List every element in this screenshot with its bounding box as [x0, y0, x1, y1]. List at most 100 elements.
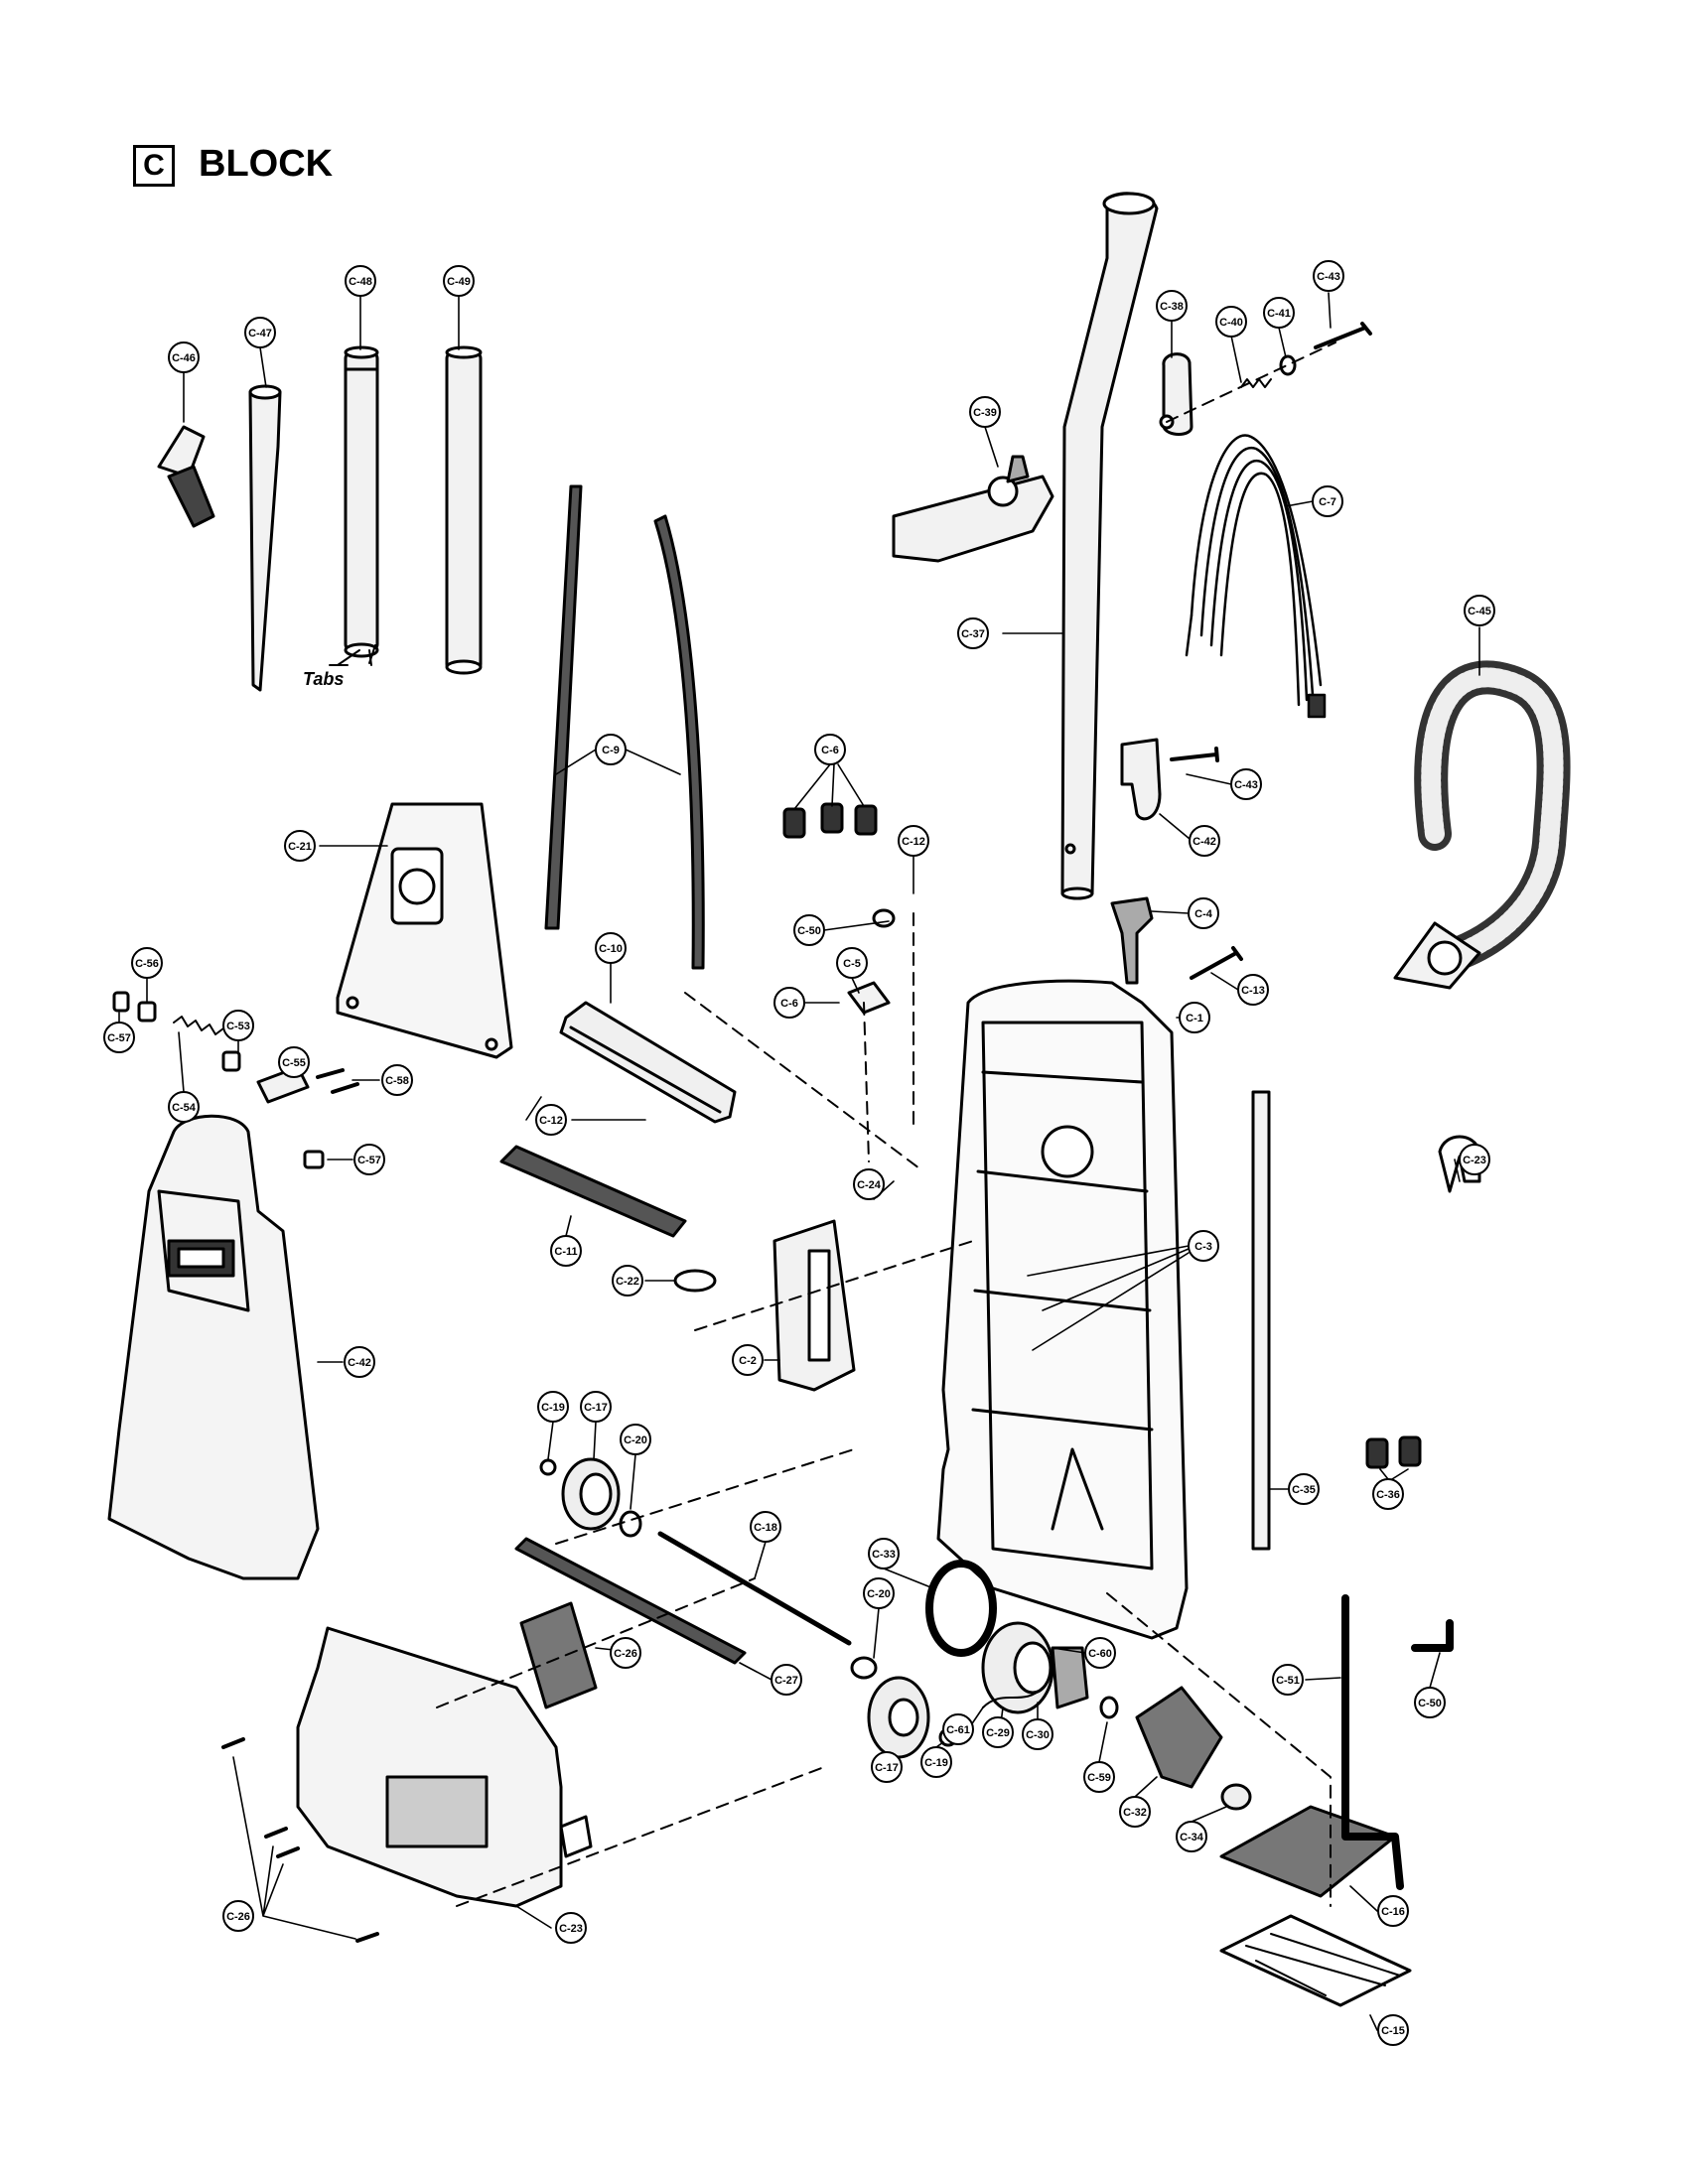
pad-part: [519, 1601, 598, 1709]
callout-text: C-15: [1381, 2025, 1405, 2037]
callout-c-11: C-11: [550, 1235, 582, 1267]
callout-c-13: C-13: [1237, 974, 1269, 1006]
belt-ring-part: [925, 1560, 997, 1657]
callout-c-53: C-53: [222, 1010, 254, 1041]
callout-c-40: C-40: [1215, 306, 1247, 338]
callout-text: C-12: [539, 1115, 563, 1127]
callout-text: C-19: [541, 1402, 565, 1414]
callout-text: C-16: [1381, 1906, 1405, 1918]
callout-c-30: C-30: [1022, 1718, 1053, 1750]
filter-frame-part: [1135, 1686, 1223, 1789]
callout-c-12: C-12: [535, 1104, 567, 1136]
callout-text: C-30: [1026, 1729, 1050, 1741]
callout-text: C-6: [821, 745, 839, 756]
callout-c-24: C-24: [853, 1168, 885, 1200]
callout-text: C-51: [1276, 1675, 1300, 1687]
elbow-tube-part: [1411, 1619, 1454, 1652]
front-cover-part: [107, 1114, 320, 1580]
callout-c-32: C-32: [1119, 1796, 1151, 1828]
side-seal-strips-part: [544, 484, 705, 970]
callout-text: C-4: [1194, 908, 1213, 920]
block-letter-box: C: [133, 145, 175, 187]
callout-c-60: C-60: [1084, 1637, 1116, 1669]
callout-text: C-41: [1267, 308, 1291, 320]
callout-c-48: C-48: [345, 265, 376, 297]
cord-clip-part: [1110, 896, 1154, 985]
brush-strip-part: [514, 1537, 747, 1665]
callout-c-50: C-50: [1414, 1687, 1446, 1718]
motor-wires-part: [982, 1687, 1044, 1708]
callout-text: C-26: [614, 1648, 637, 1660]
handle-switch-part: [1159, 352, 1193, 436]
washer-part: [1279, 354, 1297, 376]
callout-c-39: C-39: [969, 396, 1001, 428]
callout-c-43: C-43: [1313, 260, 1344, 292]
callout-c-34: C-34: [1176, 1821, 1207, 1852]
callout-text: C-10: [599, 943, 623, 955]
brush-tool-part: [157, 425, 215, 528]
callout-text: C-26: [226, 1911, 250, 1923]
callout-text: C-12: [902, 836, 925, 848]
callout-c-7: C-7: [1312, 485, 1343, 517]
tabs-arrows: [329, 644, 376, 666]
callout-text: C-53: [226, 1021, 250, 1032]
bushing-part: [1099, 1696, 1119, 1719]
clip-screw-part: [1170, 747, 1219, 762]
callout-c-57: C-57: [353, 1144, 385, 1175]
callout-text: C-20: [624, 1434, 647, 1446]
callout-c-19: C-19: [920, 1746, 952, 1778]
callout-text: C-22: [616, 1276, 639, 1288]
callout-text: C-50: [1418, 1698, 1442, 1709]
callout-text: C-29: [986, 1727, 1010, 1739]
bracket-part: [772, 1219, 856, 1392]
callout-text: C-56: [135, 958, 159, 970]
callout-text: C-48: [349, 276, 372, 288]
callout-c-41: C-41: [1263, 297, 1295, 329]
callout-c-1: C-1: [1179, 1002, 1210, 1033]
block-title: BLOCK: [199, 143, 334, 185]
callout-c-58: C-58: [381, 1064, 413, 1096]
callout-c-59: C-59: [1083, 1761, 1115, 1793]
callout-c-55: C-55: [278, 1046, 310, 1078]
callout-c-4: C-4: [1188, 897, 1219, 929]
callout-c-9: C-9: [595, 734, 627, 765]
callout-c-37: C-37: [957, 617, 989, 649]
callout-text: C-37: [961, 628, 985, 640]
callout-c-26: C-26: [222, 1900, 254, 1932]
wand-tube-upper-part: [337, 345, 379, 666]
bag-retainer-part: [559, 1001, 737, 1124]
callout-text: C-17: [875, 1762, 899, 1774]
flex-hose-part: [1393, 660, 1571, 990]
callout-c-6: C-6: [814, 734, 846, 765]
leader-lines: [118, 292, 1480, 2031]
callout-text: C-9: [602, 745, 620, 756]
long-screw-part: [1314, 322, 1372, 349]
cap-part: [872, 908, 896, 928]
callout-text: C-27: [774, 1675, 798, 1687]
wire-connectors-top-part: [782, 802, 878, 839]
bag-rail-part: [499, 1145, 687, 1238]
callout-c-33: C-33: [868, 1538, 900, 1570]
callout-c-12: C-12: [898, 825, 929, 857]
callout-text: C-47: [248, 328, 272, 340]
callout-text: C-33: [872, 1549, 896, 1561]
callout-text: C-3: [1194, 1241, 1212, 1253]
callout-text: C-6: [780, 998, 798, 1010]
callout-c-47: C-47: [244, 317, 276, 348]
fan-part: [1220, 1783, 1252, 1811]
callout-c-46: C-46: [168, 341, 200, 373]
callout-text: C-35: [1292, 1484, 1316, 1496]
assembly-lines: [436, 341, 1336, 1907]
callout-text: C-38: [1160, 301, 1184, 313]
callout-c-36: C-36: [1372, 1478, 1404, 1510]
callout-c-23: C-23: [555, 1912, 587, 1944]
callout-text: C-55: [282, 1057, 306, 1069]
callout-c-2: C-2: [732, 1344, 764, 1376]
bent-tube-part: [1341, 1594, 1404, 1890]
callout-text: C-60: [1088, 1648, 1112, 1660]
callout-text: C-19: [924, 1757, 948, 1769]
callout-text: C-57: [107, 1032, 131, 1044]
callout-text: C-43: [1234, 779, 1258, 791]
callout-text: C-32: [1123, 1807, 1147, 1819]
callout-text: C-42: [348, 1357, 371, 1369]
